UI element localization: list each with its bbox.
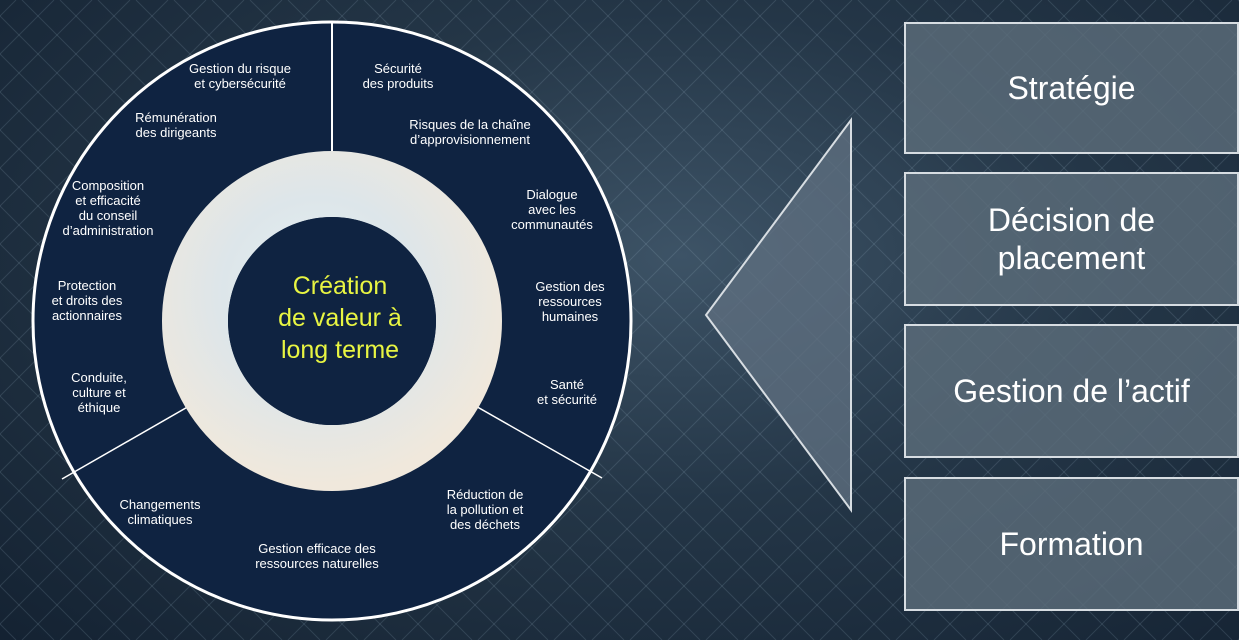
box-gestion-actif: Gestion de l’actif (904, 324, 1239, 458)
value-ring (162, 151, 502, 491)
box-label: Décision de (987, 201, 1156, 238)
pointer-triangle (704, 116, 852, 514)
box-strategie: Stratégie (904, 22, 1239, 154)
box-label: placement (997, 240, 1146, 276)
box-formation: Formation (904, 477, 1239, 611)
center-disc (228, 217, 436, 425)
box-label: Gestion de l’actif (953, 372, 1190, 409)
box-label: Formation (999, 525, 1144, 562)
box-label: Stratégie (1007, 69, 1136, 106)
box-decision-placement: Décision de placement (904, 172, 1239, 306)
